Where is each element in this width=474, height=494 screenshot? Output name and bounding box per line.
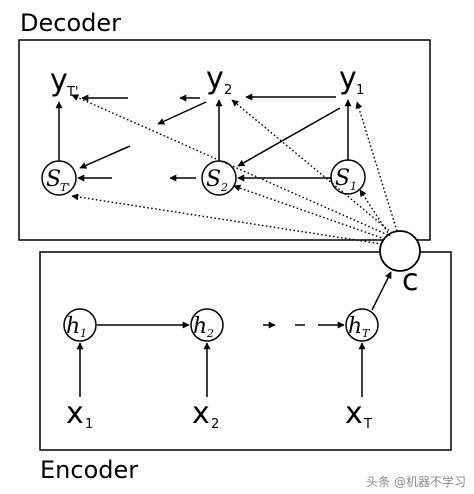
c-to-y1	[355, 101, 398, 232]
svg-text:S: S	[206, 167, 221, 192]
input-x-2: x 2	[192, 396, 219, 432]
arrow-y2-seg-diag	[157, 101, 207, 125]
svg-text:2: 2	[220, 181, 228, 194]
arrow-y1-s2	[237, 107, 341, 167]
context-arrows	[71, 94, 398, 245]
hidden-h-last: h T	[345, 308, 379, 342]
svg-text:y: y	[339, 61, 357, 96]
svg-text:1: 1	[356, 83, 364, 98]
hidden-h-1: h 1	[63, 308, 97, 342]
c-to-st	[71, 193, 383, 245]
watermark: 头条 @机器不学习	[366, 475, 466, 489]
svg-text:h: h	[193, 314, 207, 339]
c-to-y2	[231, 99, 393, 234]
input-x-1: x 1	[66, 396, 93, 432]
output-y-last: y T'	[50, 63, 79, 100]
svg-text:x: x	[66, 396, 84, 431]
hidden-h-2: h 2	[190, 308, 224, 342]
svg-text:h: h	[66, 314, 80, 339]
svg-text:y: y	[50, 63, 68, 98]
svg-text:c: c	[402, 263, 419, 298]
svg-text:2: 2	[206, 327, 214, 340]
output-y-2: y 2	[206, 61, 232, 98]
c-to-yt	[71, 94, 389, 236]
svg-text:S: S	[46, 167, 61, 192]
c-to-s2	[233, 184, 386, 240]
svg-text:T: T	[362, 327, 371, 340]
svg-text:y: y	[206, 61, 224, 96]
c-to-s1	[359, 189, 391, 237]
svg-text:2: 2	[224, 83, 232, 98]
svg-text:T: T	[363, 417, 372, 432]
svg-text:1: 1	[80, 327, 87, 340]
svg-text:x: x	[345, 396, 363, 431]
encoder-box	[39, 251, 452, 451]
svg-text:T': T'	[60, 181, 70, 194]
input-x-last: x T	[345, 396, 372, 432]
state-s-2: S 2	[201, 160, 237, 196]
context-node: c	[379, 230, 421, 298]
state-s-last: S T'	[41, 160, 77, 196]
decoder-box	[18, 39, 431, 241]
state-s-1: S 1	[330, 159, 366, 195]
svg-text:1: 1	[350, 180, 357, 193]
svg-text:2: 2	[211, 417, 219, 432]
decoder-arrows	[55, 93, 352, 182]
output-y-1: y 1	[339, 61, 364, 98]
arrow-seg-st-diag	[79, 145, 131, 169]
arrow-ht-c	[371, 271, 392, 311]
svg-text:1: 1	[85, 417, 93, 432]
decoder-title: Decoder	[20, 9, 121, 37]
svg-text:h: h	[348, 314, 362, 339]
encoder-title: Encoder	[40, 456, 138, 484]
svg-text:S: S	[335, 166, 350, 191]
encoder-arrows	[76, 271, 392, 397]
svg-text:x: x	[192, 396, 210, 431]
